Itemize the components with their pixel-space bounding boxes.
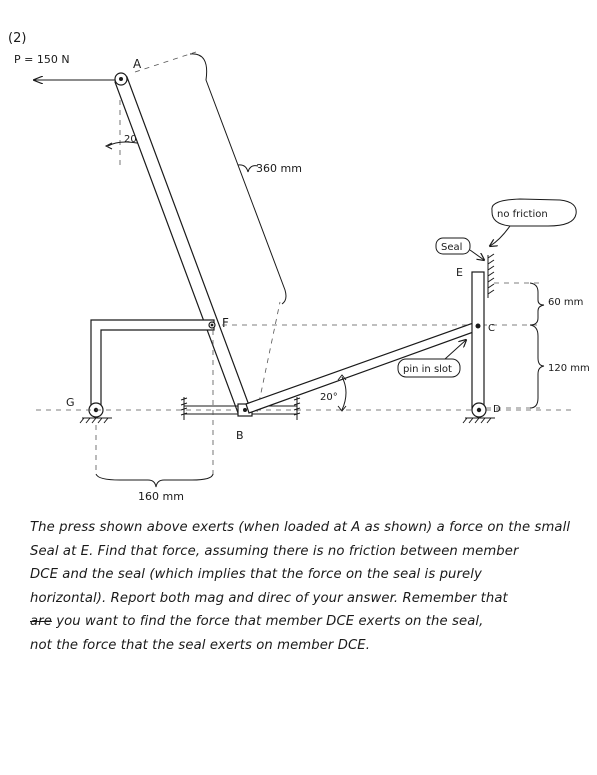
member-dce [471, 271, 485, 411]
member-ab [114, 76, 251, 414]
problem-statement: The press shown above exerts (when loade… [30, 516, 578, 657]
dim-cd-label: 120 mm [548, 363, 590, 374]
angle-b-label: 20° [320, 392, 338, 403]
point-e-label: E [456, 266, 463, 279]
pin-in-slot-callout [397, 340, 466, 378]
problem-line-4: horizontal). Report both mag and direc o… [30, 590, 508, 606]
point-d-label: D [493, 404, 501, 415]
problem-number: (2) [8, 31, 26, 46]
problem-line-5: are you want to find the force that memb… [30, 610, 578, 634]
no-friction-callout [490, 198, 577, 246]
vertical-reference-lines [95, 330, 214, 475]
pin-c [475, 323, 481, 329]
dim-ab-label: 360 mm [256, 162, 302, 175]
dimension-ec-cd [486, 282, 545, 409]
seal-callout [435, 237, 484, 260]
point-a-label: A [133, 57, 142, 71]
angle-a-label: 20° [124, 134, 142, 145]
support-g [79, 402, 112, 424]
struck-word: are [30, 614, 52, 629]
pin-f [208, 321, 216, 329]
problem-line-1: The press shown above exerts (when loade… [30, 520, 571, 535]
force-label: P = 150 N [14, 53, 70, 66]
no-friction-label: no friction [497, 209, 548, 220]
dim-ec-label: 60 mm [548, 297, 583, 308]
point-b-label: B [236, 429, 244, 442]
slider-guide [180, 397, 301, 420]
point-c-label: C [488, 323, 495, 334]
angle-b [337, 374, 347, 412]
problem-line-2: Seal at E. Find that force, assuming the… [30, 543, 519, 559]
dim-gb-label: 160 mm [138, 490, 184, 503]
dimension-gb [95, 473, 214, 488]
support-d [462, 402, 495, 424]
point-g-label: G [66, 396, 75, 409]
seal-e [487, 253, 495, 298]
member-gf [90, 319, 215, 413]
problem-line-3: DCE and the seal (which implies that the… [30, 567, 482, 582]
pin-in-slot-label: pin in slot [403, 364, 452, 375]
problem-line-5-text: you want to find the force that member D… [56, 614, 484, 629]
pin-a [114, 72, 128, 86]
point-f-label: F [222, 316, 229, 330]
problem-line-6: not the force that the seal exerts on me… [30, 637, 371, 653]
seal-label: Seal [441, 242, 462, 253]
dimension-ab [134, 51, 287, 413]
